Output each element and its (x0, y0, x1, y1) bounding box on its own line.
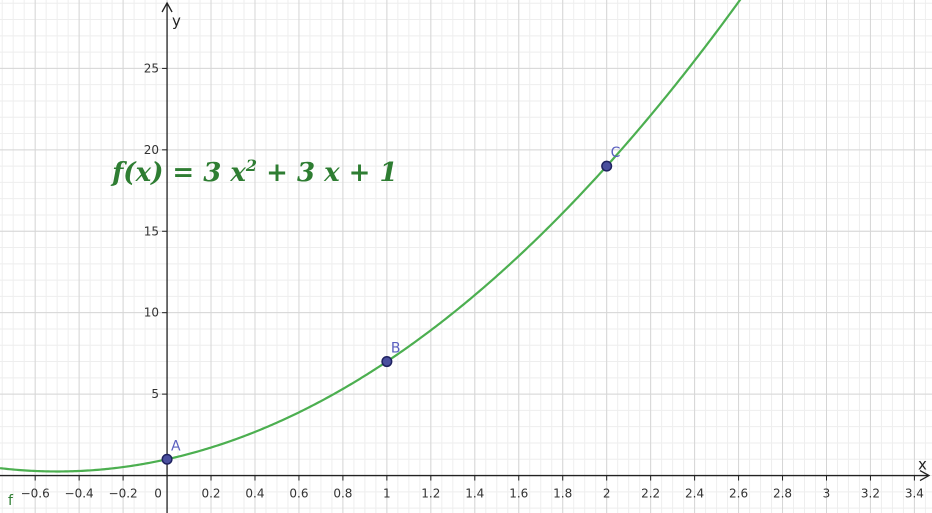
x-tick-label: 2.6 (729, 487, 748, 501)
y-axis-label: y (172, 12, 181, 30)
x-tick-label: 3.2 (861, 487, 880, 501)
x-tick-labels: −0.6 −0.4 −0.2 0 0.2 0.4 0.6 0.8 1 1.2 1.4 1.6 1.8 2 2… (21, 487, 924, 501)
formula-exponent: 2 (245, 156, 257, 175)
x-tick-label: 3 (823, 487, 831, 501)
y-tick-labels: 5 10 15 20 25 (144, 61, 159, 401)
x-tick-label: 2 (603, 487, 611, 501)
x-tick-label: 2.2 (641, 487, 660, 501)
x-axis-label: x (918, 456, 927, 474)
x-tick-label: 1.4 (465, 487, 484, 501)
x-tick-label: 1 (383, 487, 391, 501)
x-tick-label: 0 (154, 487, 162, 501)
x-tick-label: 2.4 (685, 487, 704, 501)
x-tick-label: −0.2 (109, 487, 138, 501)
x-tick-label: 0.4 (245, 487, 264, 501)
points: A B C (161, 145, 621, 465)
x-axis-arrow (919, 469, 931, 482)
y-axis-arrow (161, 1, 173, 13)
point-A[interactable] (161, 453, 173, 465)
y-tick-label: 20 (144, 143, 159, 157)
y-tick-label: 5 (151, 387, 159, 401)
point-C[interactable] (601, 160, 613, 172)
point-label-A: A (171, 438, 181, 454)
point-label-C: C (611, 145, 621, 161)
formula-part-2: + 3 x + 1 (257, 158, 398, 188)
y-tick-label: 15 (144, 224, 159, 238)
x-tick-label: −0.6 (21, 487, 50, 501)
function-curve-f[interactable] (0, 0, 762, 473)
x-tick-label: 1.2 (421, 487, 440, 501)
point-B[interactable] (381, 355, 393, 368)
function-formula: f(x) = 3 x2 + 3 x + 1 (110, 156, 397, 188)
y-tick-label: 10 (144, 306, 159, 320)
point-label-B: B (391, 341, 401, 357)
x-tick-label: 0.2 (201, 487, 220, 501)
function-name-label: f (8, 493, 14, 509)
formula-part-1: f(x) = 3 x (110, 158, 246, 188)
x-tick-label: 1.6 (509, 487, 528, 501)
x-tick-label: 2.8 (773, 487, 792, 501)
x-tick-label: 0.8 (333, 487, 352, 501)
x-tick-label: −0.4 (65, 487, 94, 501)
x-tick-label: 3.4 (905, 487, 924, 501)
x-tick-label: 0.6 (289, 487, 308, 501)
x-tick-label: 1.8 (553, 487, 572, 501)
y-tick-label: 25 (144, 61, 159, 75)
